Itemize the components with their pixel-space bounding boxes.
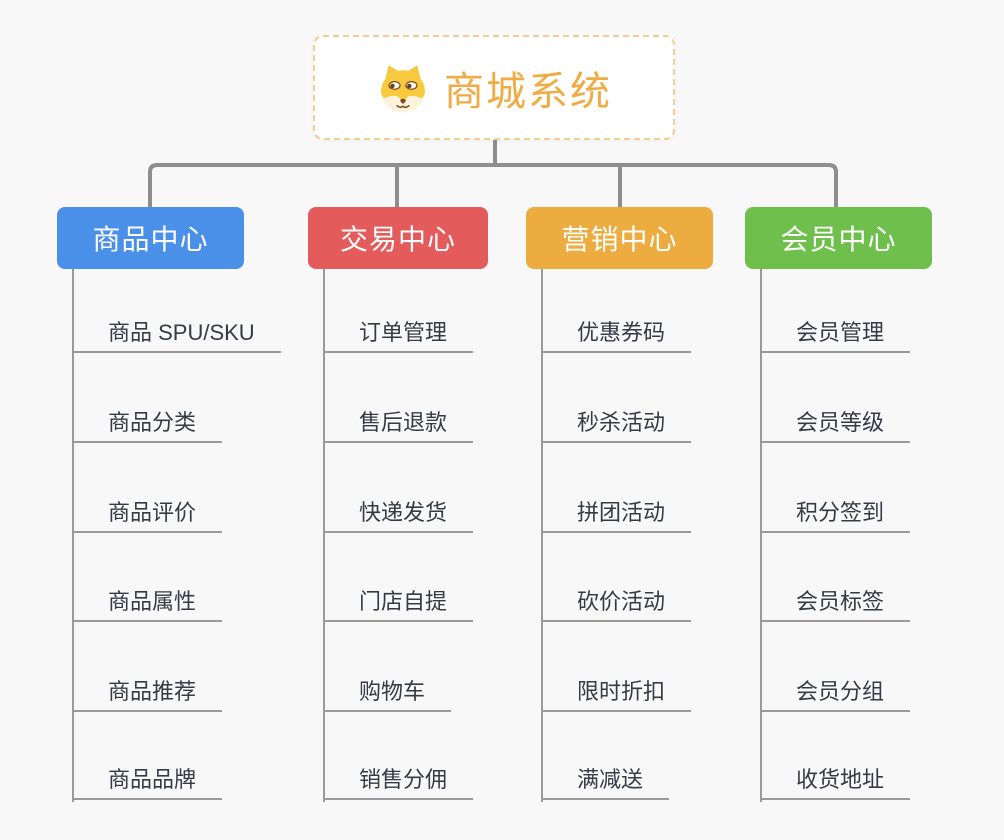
branch-node-trade-center[interactable]: 交易中心 [308,207,488,269]
topic-node[interactable]: 商品评价 [74,500,223,533]
topic-node[interactable]: 拼团活动 [543,500,692,533]
branch-label: 营销中心 [561,224,678,255]
topic-node[interactable]: 会员标签 [762,589,911,622]
branch-label: 会员中心 [780,224,897,255]
topic-node[interactable]: 售后退款 [325,410,474,443]
topic-node[interactable]: 销售分佣 [325,767,474,800]
topic-node[interactable]: 商品推荐 [74,679,223,712]
branch-label: 商品中心 [92,224,209,255]
branch-children-product: 商品 SPU/SKU 商品分类 商品评价 商品属性 商品推荐 商品品牌 [72,268,312,802]
topic-node[interactable]: 门店自提 [325,589,474,622]
topic-node[interactable]: 购物车 [325,679,452,712]
topic-node[interactable]: 秒杀活动 [543,410,692,443]
branch-node-product-center[interactable]: 商品中心 [57,207,244,269]
topic-node[interactable]: 积分签到 [762,500,911,533]
topic-node[interactable]: 收货地址 [762,767,911,800]
topic-node[interactable]: 商品 SPU/SKU [74,320,281,353]
topic-node[interactable]: 商品品牌 [74,767,223,800]
branch-rail-line [148,163,838,209]
branch-label: 交易中心 [339,224,456,255]
branch-node-member-center[interactable]: 会员中心 [745,207,932,269]
topic-node[interactable]: 优惠券码 [543,320,692,353]
topic-node[interactable]: 满减送 [543,767,670,800]
topic-node[interactable]: 会员等级 [762,410,911,443]
branch-children-member: 会员管理 会员等级 积分签到 会员标签 会员分组 收货地址 [760,268,1000,802]
topic-node[interactable]: 商品属性 [74,589,223,622]
topic-node[interactable]: 商品分类 [74,410,223,443]
shiba-dog-icon [381,64,425,112]
topic-node[interactable]: 会员分组 [762,679,911,712]
topic-node[interactable]: 会员管理 [762,320,911,353]
topic-node[interactable]: 订单管理 [325,320,474,353]
branch-node-marketing-center[interactable]: 营销中心 [526,207,713,269]
branch-children-marketing: 优惠券码 秒杀活动 拼团活动 砍价活动 限时折扣 满减送 [541,268,781,802]
branch-children-trade: 订单管理 售后退款 快递发货 门店自提 购物车 销售分佣 [323,268,563,802]
topic-node[interactable]: 限时折扣 [543,679,692,712]
topic-node[interactable]: 砍价活动 [543,589,692,622]
topic-node[interactable]: 快递发货 [325,500,474,533]
root-title: 商城系统 [444,69,612,114]
root-node[interactable]: 商城系统 [313,35,675,140]
